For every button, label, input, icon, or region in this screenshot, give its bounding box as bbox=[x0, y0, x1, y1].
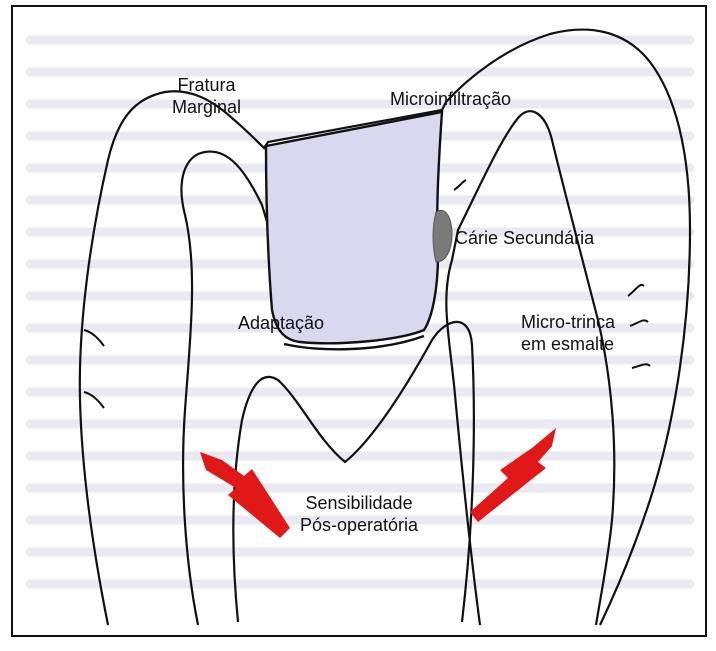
label-microtrinca-line1: Micro-trinca bbox=[521, 311, 615, 333]
label-carie-secundaria: Cárie Secundária bbox=[455, 227, 594, 249]
label-microinfiltracao: Microinfiltração bbox=[390, 88, 511, 110]
label-fratura-marginal: Fratura Marginal bbox=[172, 74, 241, 118]
label-sensibilidade-line1: Sensibilidade bbox=[300, 492, 418, 514]
label-sensibilidade-pos-operatoria: Sensibilidade Pós-operatória bbox=[300, 492, 418, 536]
label-sensibilidade-line2: Pós-operatória bbox=[300, 514, 418, 536]
label-microtrinca-line2: em esmalte bbox=[521, 333, 615, 355]
label-fratura-line1: Fratura bbox=[172, 74, 241, 96]
label-adaptacao: Adaptação bbox=[238, 312, 324, 334]
restoration-filling bbox=[266, 112, 442, 343]
label-micro-trinca: Micro-trinca em esmalte bbox=[521, 311, 615, 355]
label-fratura-line2: Marginal bbox=[172, 96, 241, 118]
